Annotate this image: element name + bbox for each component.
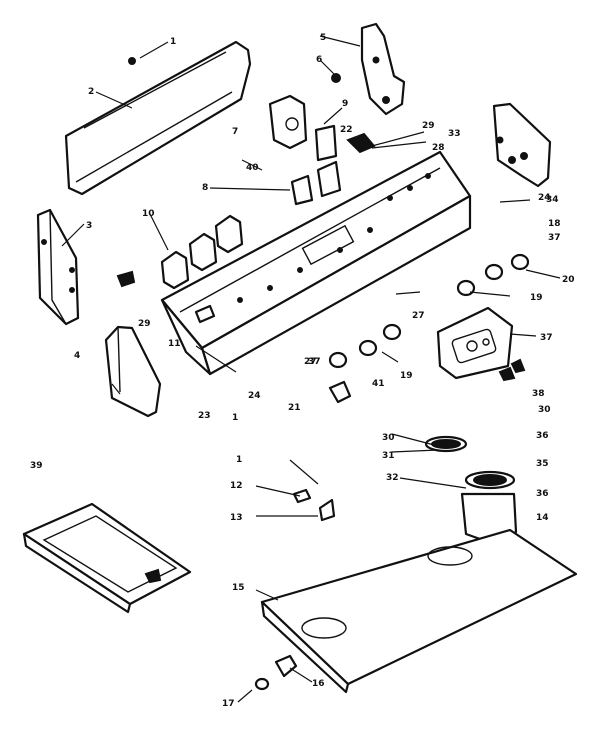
callout-5: 5 xyxy=(320,33,326,43)
callout-2: 2 xyxy=(88,87,94,97)
callout-35: 35 xyxy=(536,459,549,469)
callout-14: 14 xyxy=(536,513,549,523)
knobs xyxy=(328,253,530,404)
callout-6: 6 xyxy=(316,55,322,65)
callout-20: 20 xyxy=(562,275,575,285)
callout-24b: 24 xyxy=(248,391,261,401)
nut-6 xyxy=(331,73,341,83)
callout-19a: 19 xyxy=(530,293,543,303)
switch-group-top xyxy=(268,94,342,206)
callout-29a: 29 xyxy=(422,121,435,131)
callout-37c: 37 xyxy=(308,357,321,367)
small-parts xyxy=(292,488,336,522)
callout-34: 34 xyxy=(546,195,559,205)
callouts: 1 2 3 4 5 6 7 8 9 10 11 12 13 14 15 16 1… xyxy=(30,33,575,709)
callout-11: 11 xyxy=(168,339,181,349)
callout-13: 13 xyxy=(230,513,243,523)
callout-7: 7 xyxy=(232,127,238,137)
clip-parts xyxy=(116,132,376,288)
callout-1: 1 xyxy=(170,37,176,47)
callout-37a: 37 xyxy=(548,233,561,243)
callout-37b: 37 xyxy=(540,333,553,343)
switch-group-left xyxy=(160,214,244,290)
callout-41: 41 xyxy=(372,379,385,389)
callout-29b: 29 xyxy=(138,319,151,329)
callout-22: 22 xyxy=(340,125,353,135)
callout-30b: 30 xyxy=(382,433,395,443)
callout-23: 23 xyxy=(198,411,211,421)
callout-30a: 30 xyxy=(538,405,551,415)
callout-33: 33 xyxy=(448,129,461,139)
control-panel xyxy=(160,150,472,376)
callout-1b: 1 xyxy=(236,455,242,465)
callout-39: 39 xyxy=(30,461,43,471)
callout-10: 10 xyxy=(142,209,155,219)
callout-36b: 36 xyxy=(536,489,549,499)
callout-38: 38 xyxy=(532,389,545,399)
callout-27b: 27 xyxy=(304,357,317,367)
right-top-bracket xyxy=(331,22,406,116)
callout-31: 31 xyxy=(382,451,395,461)
callout-32: 32 xyxy=(386,473,399,483)
clock-window xyxy=(301,224,355,266)
callout-1c: 1 xyxy=(232,413,238,423)
callout-17: 17 xyxy=(222,699,235,709)
callout-18: 18 xyxy=(548,219,561,229)
right-end-bracket xyxy=(492,102,552,188)
callout-15: 15 xyxy=(232,583,245,593)
burner-parts xyxy=(424,435,518,546)
callout-4: 4 xyxy=(74,351,80,361)
left-end-bracket xyxy=(36,208,80,326)
callout-24a: 24 xyxy=(538,193,551,203)
callout-19b: 19 xyxy=(400,371,413,381)
callout-21: 21 xyxy=(288,403,301,413)
callout-8: 8 xyxy=(202,183,208,193)
callout-28: 28 xyxy=(432,143,445,153)
left-end-cap xyxy=(104,325,162,418)
callout-27a: 27 xyxy=(412,311,425,321)
callout-3: 3 xyxy=(86,221,92,231)
clock-timer xyxy=(436,306,526,382)
callout-16: 16 xyxy=(312,679,325,689)
callout-36a: 36 xyxy=(536,431,549,441)
leader-lines xyxy=(61,35,561,703)
screw-1 xyxy=(128,57,136,65)
drawer-pan xyxy=(22,502,192,614)
callout-12: 12 xyxy=(230,481,243,491)
callout-40: 40 xyxy=(246,163,259,173)
back-gasket xyxy=(64,40,252,196)
cooktop-base xyxy=(254,528,578,694)
callout-9: 9 xyxy=(342,99,348,109)
